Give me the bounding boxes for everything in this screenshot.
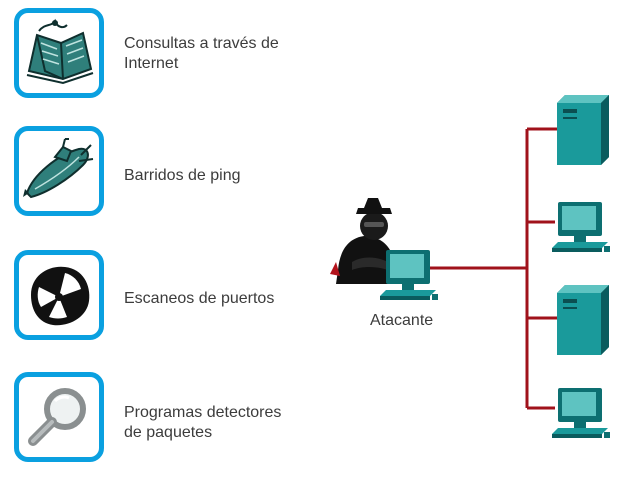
- technique-card-internet-queries: [14, 8, 104, 98]
- nautilus-shell-icon: [31, 266, 90, 326]
- pc-icon: [552, 388, 610, 438]
- technique-card-ping-sweeps: [14, 126, 104, 216]
- attacker-figure-icon: [330, 198, 396, 284]
- book-icon: [26, 18, 94, 85]
- submarine-icon: [23, 138, 94, 199]
- magnifier-icon: [28, 388, 86, 446]
- technique-label-packet-sniffers: Programas detectores de paquetes: [124, 404, 282, 441]
- server-icon: [557, 285, 609, 355]
- attacker-label: Atacante: [370, 312, 434, 329]
- technique-label-internet-queries: Consultas a través de Internet: [124, 35, 279, 72]
- server-icon: [557, 95, 609, 165]
- technique-card-port-scans: [14, 250, 104, 340]
- pc-icon: [552, 202, 610, 252]
- technique-label-ping-sweeps: Barridos de ping: [124, 167, 241, 184]
- technique-card-packet-sniffers: [14, 372, 104, 462]
- network-diagram: [330, 95, 610, 438]
- technique-label-port-scans: Escaneos de puertos: [124, 290, 275, 307]
- attacker-pc-icon: [380, 250, 438, 300]
- network-links: [430, 127, 557, 410]
